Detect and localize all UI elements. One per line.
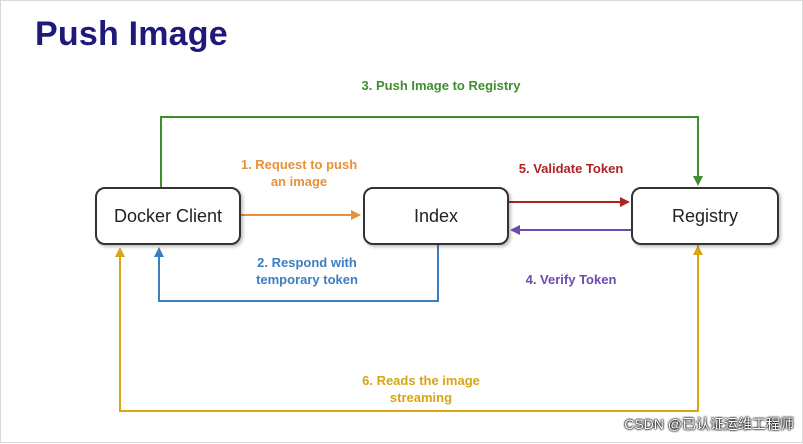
node-docker-client: Docker Client: [95, 187, 241, 245]
page-title: Push Image: [35, 15, 228, 53]
edge-reads-image: [115, 245, 699, 412]
watermark: CSDN @已认证运维工程师: [624, 416, 794, 432]
label-respond-token: 2. Respond with temporary token: [256, 255, 358, 287]
edge-reads-image-arrow-registry: [693, 245, 703, 255]
label-validate-token: 5. Validate Token: [518, 161, 624, 176]
node-registry: Registry: [631, 187, 779, 245]
node-index: Index: [363, 187, 509, 245]
label-verify-token: 4. Verify Token: [525, 272, 617, 287]
label-push-image: 3. Push Image to Registry: [361, 78, 521, 93]
label-request-push: 1. Request to push an image: [240, 157, 358, 189]
label-reads-image: 6. Reads the image streaming: [362, 373, 480, 405]
edge-respond-token: [154, 245, 439, 302]
edge-push-image: [160, 116, 703, 187]
